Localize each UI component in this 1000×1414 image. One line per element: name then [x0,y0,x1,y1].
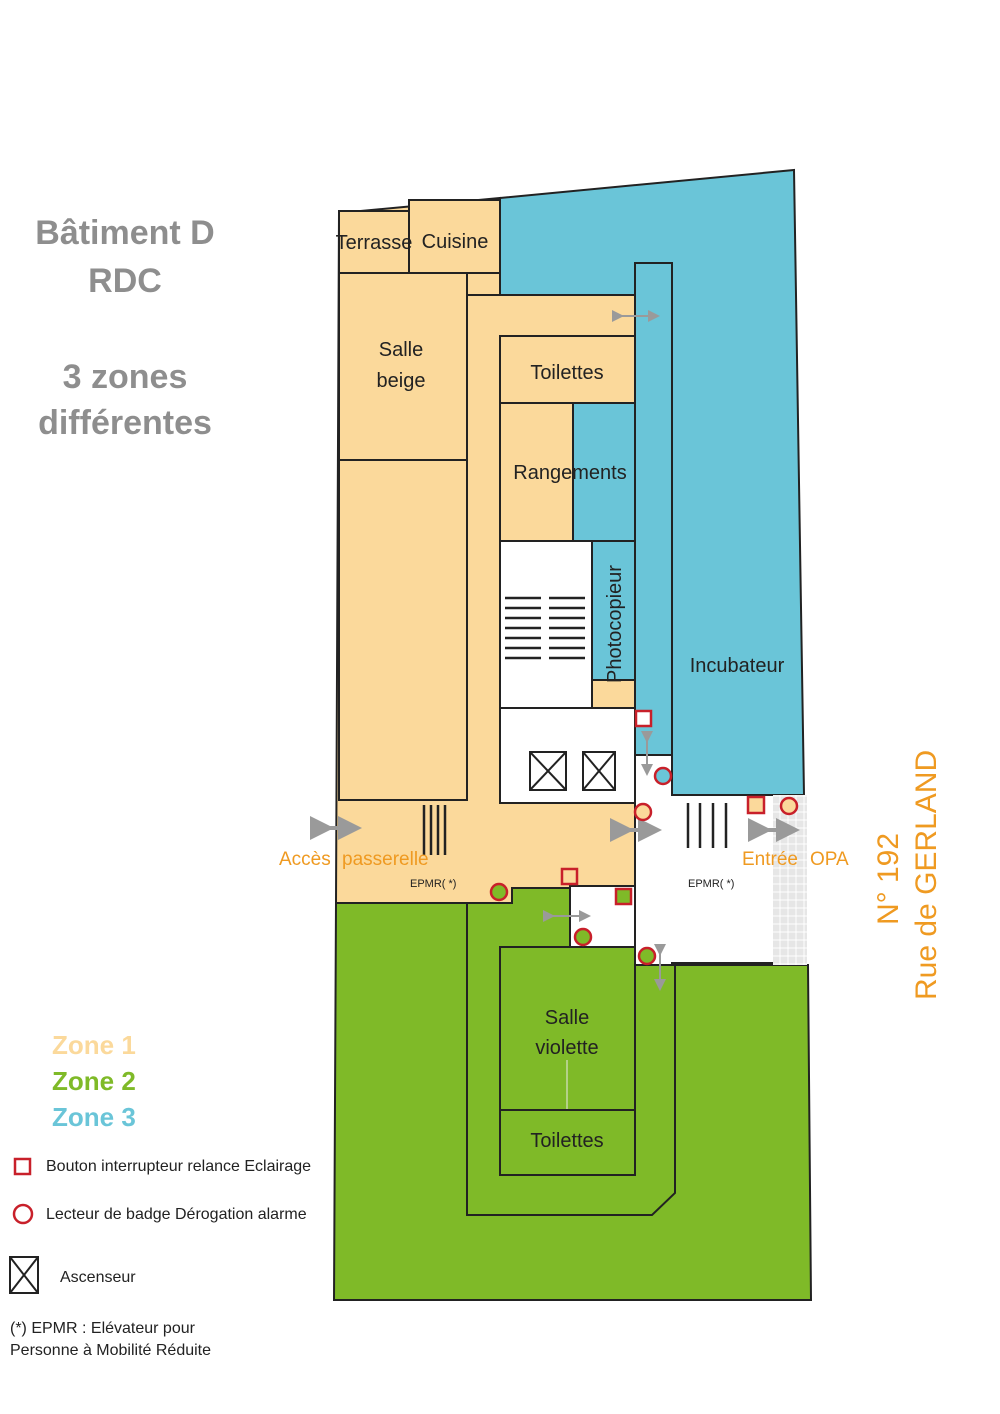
label-opa: OPA [810,849,849,870]
label-toilettes-bottom: Toilettes [530,1130,603,1152]
label-acces: Accès [279,849,331,870]
room-rangements-beige [499,402,574,542]
label-passerelle: passerelle [342,849,429,870]
epmr-right-icon [686,803,728,848]
legend-elevator-text: Ascenseur [60,1269,136,1286]
label-epmr-right: EPMR( *) [688,878,734,890]
room-terrasse [338,210,410,274]
legend-elevator-icon [9,1256,39,1294]
stairs-room [499,540,593,709]
epmr-left-icon [422,805,447,855]
room-salle-beige [338,272,468,461]
room-toilettes-top [499,335,636,404]
street-name: Rue de GERLAND [910,749,943,1000]
room-rangements-blue [572,402,636,542]
room-beige-large [338,459,468,801]
badge-reader-marker [489,882,509,902]
stairs-icon [505,596,585,660]
footnote-line2: Personne à Mobilité Réduite [10,1342,212,1359]
label-entree: Entrée [742,849,798,870]
room-photocopieur [591,540,636,681]
label-salle-beige-2: beige [377,370,426,392]
zone3-corridor [634,262,673,756]
zone3-label: Zone 3 [52,1102,136,1132]
street-number: N° 192 [872,832,905,925]
legend-badge-text: Lecteur de badge Dérogation alarme [46,1206,307,1223]
badge-reader-marker [653,766,673,786]
badge-reader-marker [779,796,799,816]
legend-symbols [9,1157,39,1294]
label-salle-violette-2: violette [535,1037,598,1059]
elevator-icon [582,751,616,791]
label-photocopieur: Photocopieur [604,565,626,683]
elevator-icon [529,751,567,791]
entrance-mat [773,795,807,965]
badge-reader-marker [573,927,593,947]
badge-reader-marker [633,802,653,822]
light-button-marker [560,867,579,886]
room-cuisine [408,199,501,274]
room-toilettes-bottom [499,1109,636,1176]
legend-button-text: Bouton interrupteur relance Eclairage [46,1158,312,1175]
zones-title-line2: différentes [38,404,212,442]
building-title: Bâtiment D [35,214,215,252]
arrow-icon [310,816,800,842]
zone2-label: Zone 2 [52,1066,136,1096]
label-epmr-left: EPMR( *) [410,878,456,890]
legend-circle-icon [12,1203,34,1225]
arrow-icon [543,310,666,991]
zone2-corridor-wall [466,903,676,1216]
label-toilettes-top: Toilettes [530,362,603,384]
label-incubateur: Incubateur [690,655,785,677]
label-salle-beige-1: Salle [379,339,423,361]
label-rangements: Rangements [513,462,626,484]
zone1-label: Zone 1 [52,1030,136,1060]
light-button-marker [614,887,633,906]
legend-square-icon [13,1157,32,1176]
label-salle-violette-1: Salle [545,1007,589,1029]
zones-title-line1: 3 zones [62,358,188,396]
corridor-wall [466,273,635,296]
footnote-line1: (*) EPMR : Elévateur pour [10,1320,195,1337]
label-cuisine: Cuisine [422,231,489,253]
light-button-marker [746,795,766,815]
badge-reader-marker [637,946,657,966]
floor-title: RDC [88,262,162,300]
light-button-marker [634,709,653,728]
label-terrasse: Terrasse [336,232,413,254]
